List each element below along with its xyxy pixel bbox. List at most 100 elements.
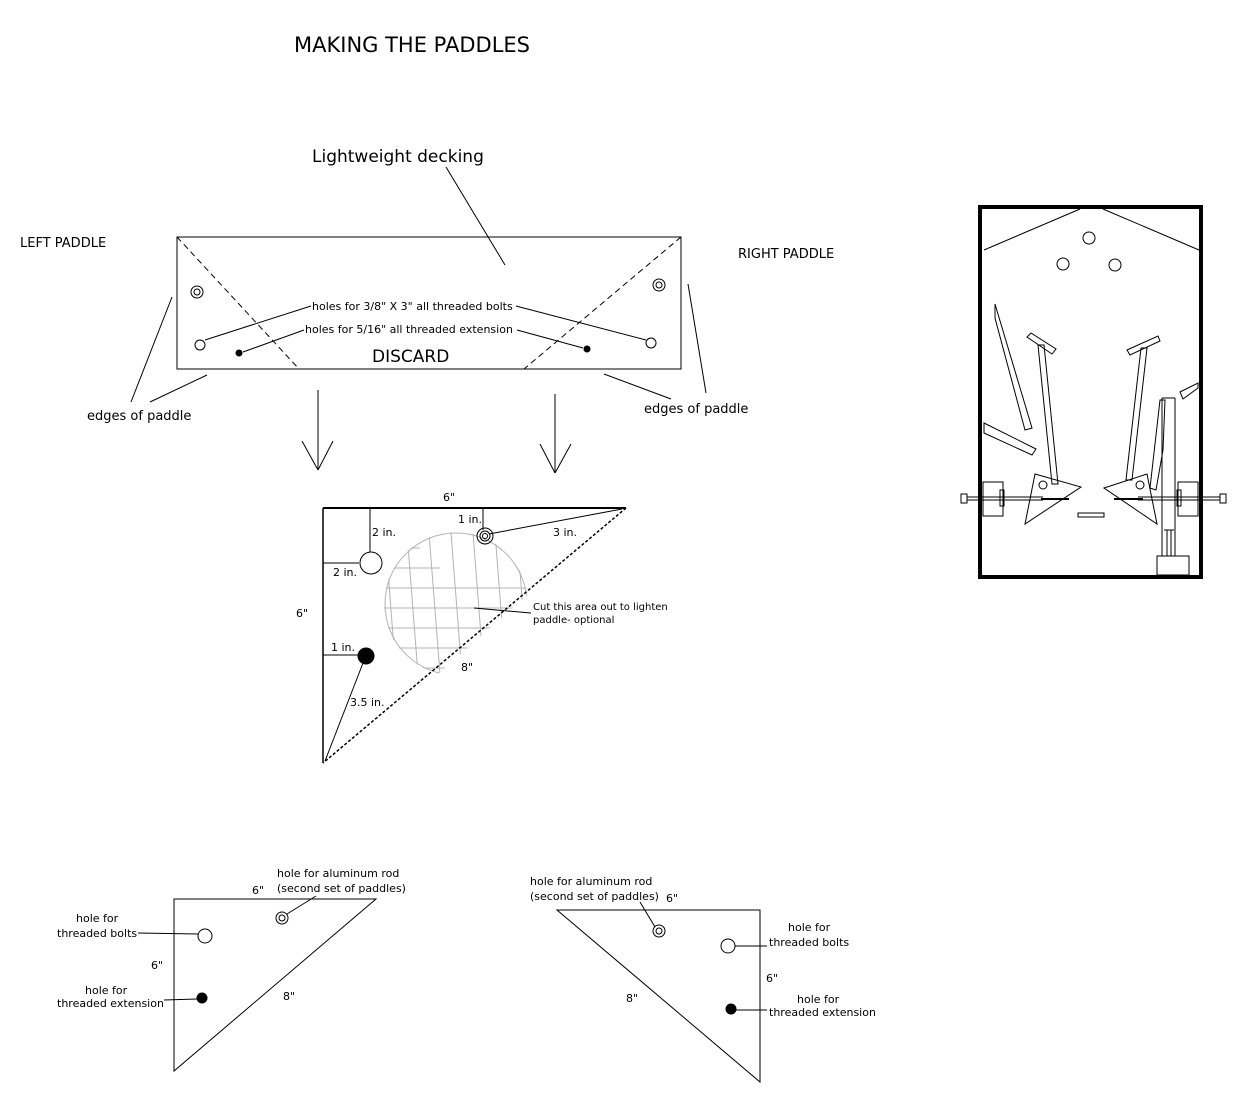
bolt-side-dim: 2 in. — [333, 566, 357, 579]
edges-label-left: edges of paddle — [87, 409, 191, 424]
left-ext-label-2: threaded extension — [57, 997, 164, 1010]
right-flipper-hole — [1135, 480, 1145, 490]
right-shaft-cap — [1219, 493, 1227, 504]
left-top-dim: 6" — [252, 884, 264, 897]
bumper-2 — [1056, 257, 1070, 271]
right-bolt-label-1: hole for — [788, 921, 831, 934]
template-side-dim: 6" — [296, 607, 308, 620]
left-ext-label-1: hole for — [85, 984, 128, 997]
decking-board: Lightweight decking LEFT PADDLE RIGHT PA… — [20, 147, 834, 474]
left-shaft-cap — [960, 493, 968, 504]
left-rod-leader — [286, 895, 317, 915]
extension-leader-left — [242, 329, 305, 353]
left-side-block — [982, 481, 1004, 517]
left-paddle-label: LEFT PADDLE — [20, 236, 106, 251]
edges-label-right: edges of paddle — [644, 402, 748, 417]
right-cut-line — [523, 236, 682, 370]
extension-holes-label: holes for 5/16" all threaded extension — [305, 323, 513, 336]
discard-label: DISCARD — [372, 347, 449, 367]
right-lever-arm — [1125, 347, 1148, 481]
right-rod-label-2: (second set of paddles) — [530, 890, 659, 903]
right-side-dim: 6" — [766, 972, 778, 985]
left-lever-head — [1026, 332, 1057, 355]
bolt-hole-right — [645, 337, 657, 349]
left-side-dim: 6" — [151, 959, 163, 972]
rod-corner-dim: 3 in. — [553, 526, 577, 539]
template-rod-hole-mid — [479, 530, 491, 542]
plunger-rod — [1166, 529, 1172, 557]
bolt-leader-right — [515, 305, 647, 341]
bumper-3 — [1108, 258, 1122, 272]
template-extension-hole — [357, 647, 375, 665]
extension-hole-left — [235, 349, 243, 357]
right-paddle-final: 6" 6" 8" hole for aluminum rod (second s… — [530, 875, 876, 1084]
right-flipper — [1102, 473, 1158, 526]
rod-top-dim: 1 in. — [458, 513, 482, 526]
right-paddle-shape — [555, 909, 761, 1084]
drain-bar — [1077, 512, 1105, 518]
left-extension-hole — [196, 992, 208, 1004]
cabinet-frame — [978, 205, 1203, 579]
right-rod-hole-inner — [655, 927, 663, 935]
rod-hole-left — [190, 285, 204, 299]
cutout-label-1: Cut this area out to lighten — [533, 602, 668, 613]
right-ext-label-1: hole for — [797, 993, 840, 1006]
ext-side-dim: 1 in. — [331, 641, 355, 654]
left-lever-arm — [1037, 344, 1059, 485]
edge-leader-left-2 — [149, 374, 208, 403]
right-top-dim: 6" — [666, 892, 678, 905]
left-bolt-label-1: hole for — [76, 912, 119, 925]
left-ext-leader — [163, 998, 198, 1001]
down-arrow-right — [539, 394, 572, 474]
template-rod-hole — [476, 527, 494, 545]
template-hyp-dim: 8" — [461, 661, 473, 674]
top-right-rail — [1102, 208, 1200, 251]
page-title: MAKING THE PADDLES — [294, 33, 530, 57]
right-lever-head — [1126, 335, 1161, 356]
edge-leader-right-1 — [687, 283, 707, 394]
right-side-block — [1177, 481, 1199, 517]
right-bolt-hole — [720, 938, 736, 954]
right-rod-hole — [652, 924, 666, 938]
left-cut-line — [176, 236, 300, 370]
rod-hole-left-inner — [193, 288, 201, 296]
left-flipper — [1024, 473, 1083, 526]
right-rod-leader — [639, 901, 656, 928]
down-arrow-left — [301, 390, 334, 471]
bolt-top-dim: 2 in. — [372, 526, 396, 539]
left-rod-label-1: hole for aluminum rod — [277, 867, 399, 880]
right-rod-label-1: hole for aluminum rod — [530, 875, 652, 888]
right-paddle-label: RIGHT PADDLE — [738, 247, 834, 262]
cutout-mask — [420, 508, 640, 690]
left-bolt-label-2: threaded bolts — [57, 927, 137, 940]
bolt-holes-label: holes for 3/8" X 3" all threaded bolts — [312, 300, 513, 313]
plunger-housing — [1156, 555, 1190, 576]
bolt-hole-left — [194, 339, 206, 351]
right-extension-hole — [725, 1003, 737, 1015]
template-bolt-hole — [359, 551, 383, 575]
paddle-template: 6" 6" 8" 1 in. 3 in. 2 in. 2 in. 1 in. 3… — [296, 491, 668, 764]
left-collar — [999, 489, 1005, 507]
decking-outline — [176, 236, 682, 370]
left-paddle-final: 6" 6" 8" hole for aluminum rod (second s… — [57, 867, 406, 1073]
left-guide-rail — [983, 422, 1037, 456]
template-top-dim: 6" — [443, 491, 455, 504]
ext-dim-corner-line — [324, 662, 364, 762]
rod-hole-right-inner — [655, 281, 663, 289]
template-rod-hole-inner — [482, 533, 488, 539]
left-rod-hole-inner — [278, 914, 286, 922]
right-slingshot — [1149, 399, 1166, 491]
bolt-leader-left — [204, 305, 312, 341]
left-paddle-shape — [173, 898, 378, 1073]
template-hypotenuse — [322, 507, 627, 764]
cutout-label-2: paddle- optional — [533, 615, 614, 626]
right-collar — [1176, 489, 1182, 507]
left-hyp-dim: 8" — [283, 990, 295, 1003]
left-bolt-hole — [197, 928, 213, 944]
extension-hole-right — [583, 345, 591, 353]
bumper-1 — [1082, 231, 1096, 245]
right-hyp-dim: 8" — [626, 992, 638, 1005]
extension-leader-right — [516, 329, 584, 349]
